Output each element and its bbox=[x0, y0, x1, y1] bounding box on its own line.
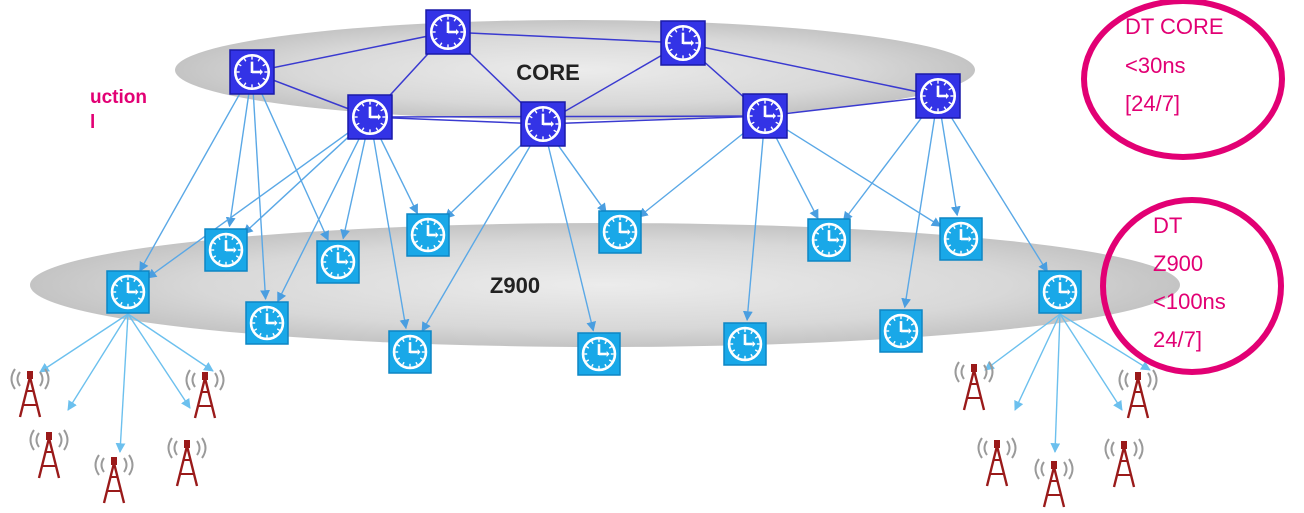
distribution-link bbox=[260, 91, 329, 242]
core-link bbox=[369, 115, 766, 118]
core-note-line-1: DT CORE bbox=[1125, 14, 1224, 39]
clock-icon bbox=[807, 218, 851, 262]
distribution-link bbox=[555, 141, 607, 214]
distribution-link bbox=[783, 127, 942, 227]
clock-icon bbox=[347, 94, 393, 140]
core-link bbox=[542, 42, 684, 125]
clock-icon bbox=[425, 9, 471, 55]
distribution-link bbox=[373, 138, 410, 330]
clock-icon bbox=[229, 49, 275, 95]
core-link bbox=[682, 42, 939, 97]
radio-tower-icon bbox=[10, 368, 50, 418]
core-note-line-2: <30ns bbox=[1125, 53, 1186, 78]
core-link bbox=[251, 31, 449, 73]
left-text-line-1: uction bbox=[90, 87, 147, 108]
clock-icon bbox=[406, 213, 450, 257]
radio-tower-icon bbox=[1034, 458, 1074, 508]
clock-icon bbox=[915, 73, 961, 119]
radio-tower-icon bbox=[185, 369, 225, 419]
distribution-link bbox=[444, 138, 528, 220]
distribution-link bbox=[742, 137, 764, 322]
z900-to-tower-links bbox=[39, 313, 1151, 453]
distribution-link bbox=[940, 117, 961, 217]
z900-note-line-2: Z900 bbox=[1153, 251, 1203, 276]
clock-icon bbox=[723, 322, 767, 366]
distribution-link bbox=[774, 135, 819, 220]
distribution-link bbox=[421, 142, 533, 333]
core-to-z900-links bbox=[139, 90, 1048, 333]
core-link bbox=[764, 95, 939, 117]
distribution-link bbox=[379, 136, 419, 215]
z900-note-oval bbox=[1100, 197, 1284, 375]
core-link bbox=[447, 31, 684, 44]
tower-link bbox=[1059, 313, 1151, 371]
clock-icon bbox=[1038, 270, 1082, 314]
core-link bbox=[542, 115, 766, 125]
distribution-link bbox=[637, 129, 749, 218]
tower-link bbox=[1050, 313, 1061, 453]
distribution-link bbox=[949, 114, 1048, 273]
z900-note-line-1: DT bbox=[1153, 213, 1182, 238]
z900-note-line-4: 24/7] bbox=[1153, 327, 1202, 352]
distribution-link bbox=[547, 145, 596, 332]
clock-icon bbox=[204, 228, 248, 272]
clock-icon bbox=[742, 93, 788, 139]
tower-link bbox=[39, 313, 129, 373]
core-link bbox=[369, 116, 544, 125]
distribution-link bbox=[146, 129, 353, 279]
radio-tower-icon bbox=[94, 454, 134, 504]
distribution-link bbox=[277, 136, 361, 303]
distribution-link bbox=[901, 117, 936, 309]
distribution-link bbox=[242, 131, 355, 235]
tower-link bbox=[127, 313, 214, 372]
distribution-link bbox=[139, 90, 242, 272]
radio-tower-icon bbox=[1104, 438, 1144, 488]
clock-icon bbox=[316, 240, 360, 284]
clock-icon bbox=[245, 301, 289, 345]
radio-tower-icon bbox=[954, 361, 994, 411]
clock-nodes bbox=[106, 9, 1082, 376]
radio-towers bbox=[10, 361, 1158, 508]
clock-icon bbox=[106, 270, 150, 314]
tower-link bbox=[984, 313, 1061, 371]
clock-icon bbox=[879, 309, 923, 353]
core-note-oval bbox=[1081, 0, 1285, 160]
clock-icon bbox=[660, 20, 706, 66]
tower-link bbox=[115, 313, 129, 453]
clock-icon bbox=[939, 217, 983, 261]
clock-icon bbox=[520, 101, 566, 147]
z900-note-line-3: <100ns bbox=[1153, 289, 1226, 314]
clock-icon bbox=[388, 330, 432, 374]
radio-tower-icon bbox=[1118, 369, 1158, 419]
distribution-link bbox=[225, 93, 250, 228]
clock-icon bbox=[577, 332, 621, 376]
tower-link bbox=[1059, 313, 1123, 411]
distribution-link bbox=[340, 138, 366, 240]
core-note-line-3: [24/7] bbox=[1125, 91, 1180, 116]
z900-layer-label: Z900 bbox=[490, 273, 540, 298]
radio-tower-icon bbox=[977, 437, 1017, 487]
clock-icon bbox=[598, 210, 642, 254]
distribution-link bbox=[842, 113, 926, 222]
tower-link bbox=[1014, 313, 1061, 411]
left-text-line-2: l bbox=[90, 112, 95, 133]
core-layer-label: CORE bbox=[516, 60, 580, 85]
tower-link bbox=[67, 313, 129, 411]
radio-tower-icon bbox=[167, 437, 207, 487]
tower-link bbox=[127, 313, 191, 409]
radio-tower-icon bbox=[29, 429, 69, 479]
